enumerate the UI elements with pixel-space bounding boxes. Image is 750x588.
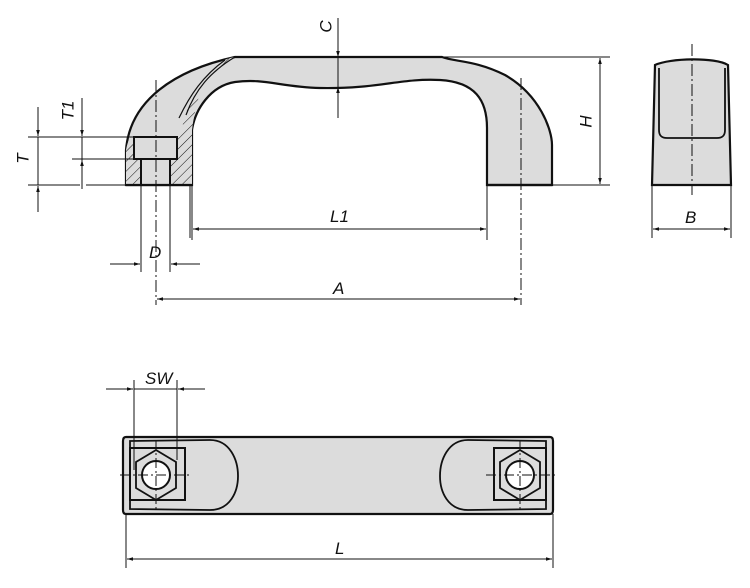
dim-label-h: H — [576, 115, 596, 128]
dim-label-t1: T1 — [58, 100, 78, 121]
end-profile — [650, 58, 733, 187]
dim-label-d: D — [149, 243, 162, 262]
side-view — [28, 18, 610, 305]
top-outline — [121, 435, 555, 516]
dim-label-l1: L1 — [330, 207, 349, 226]
top-view — [106, 380, 556, 568]
dim-label-t: T — [13, 153, 33, 164]
dim-label-a: A — [333, 279, 345, 298]
dim-label-b: B — [685, 208, 697, 227]
dim-label-l: L — [335, 539, 345, 558]
dim-label-c: C — [316, 20, 336, 33]
end-view — [650, 44, 733, 238]
dim-label-sw: SW — [145, 369, 173, 388]
